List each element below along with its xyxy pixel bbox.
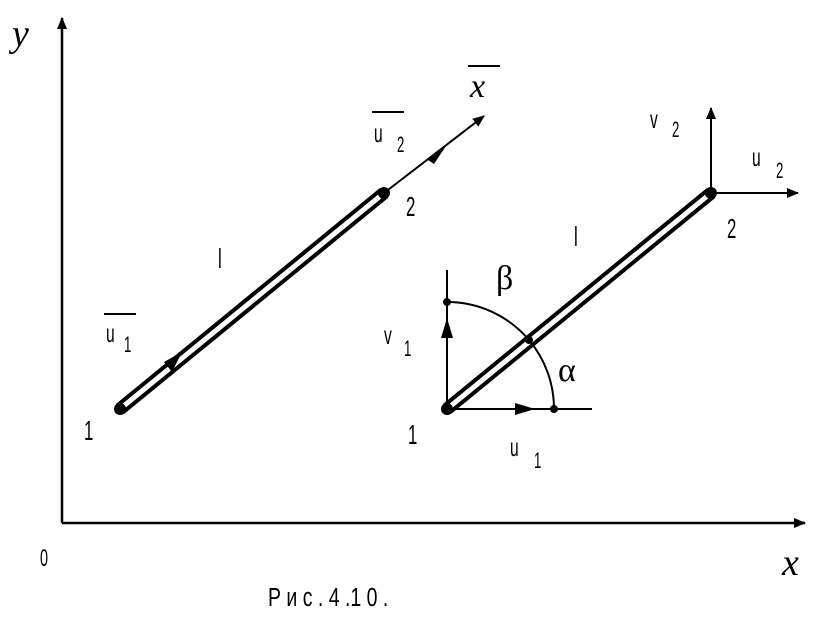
u1-arrow-head — [164, 352, 182, 372]
u2-subscript: 2 — [776, 159, 783, 183]
v1-label: v — [384, 321, 392, 350]
beta-angle-label: β — [496, 260, 513, 297]
right-node-1-label: 1 — [408, 419, 417, 451]
u1-label: u — [510, 433, 519, 462]
v1-arrow-head — [441, 318, 453, 338]
u2-label: u — [752, 143, 761, 172]
left-element-bar — [115, 187, 389, 415]
left-length-label: l — [218, 243, 222, 275]
local-x-axis-arrow — [383, 115, 485, 194]
arc-intersection-dot — [525, 336, 533, 344]
x-axis-label: x — [781, 542, 799, 584]
left-node-2-label: 2 — [406, 191, 415, 223]
local-x-label: x — [469, 68, 485, 105]
u1-arrow-head — [515, 403, 535, 415]
left-node-1 — [114, 403, 126, 415]
right-length-label: l — [574, 221, 578, 253]
right-node-2-label: 2 — [727, 213, 736, 245]
right-element-bar — [442, 187, 716, 415]
right-element: l 1 2 v 2 u 2 v 1 u 1 β α — [384, 105, 799, 473]
u2-arrow-head — [428, 146, 446, 164]
u1-subscript: 1 — [534, 449, 541, 473]
left-node-1-label: 1 — [84, 415, 93, 447]
y-axis-label: y — [8, 13, 29, 55]
left-element: x u 2 u 1 l 1 2 — [84, 65, 500, 447]
v2-label: v — [650, 105, 658, 134]
u1-bar-subscript: 1 — [124, 333, 131, 357]
alpha-angle-label: α — [558, 352, 576, 389]
figure-caption: Р и с . 4 .1 0 . — [268, 582, 388, 611]
origin-label: 0 — [40, 545, 48, 572]
v1-subscript: 1 — [404, 337, 411, 361]
u2-bar-label: u — [374, 119, 383, 148]
beta-arc-start-dot — [443, 298, 451, 306]
coordinate-axes: y x 0 — [8, 13, 806, 584]
u1-bar-label: u — [106, 319, 115, 348]
u2-bar-subscript: 2 — [397, 133, 404, 157]
beta-angle-arc — [446, 300, 530, 341]
v2-subscript: 2 — [672, 118, 679, 142]
alpha-angle-arc — [528, 339, 556, 410]
alpha-arc-end-dot — [550, 405, 558, 413]
